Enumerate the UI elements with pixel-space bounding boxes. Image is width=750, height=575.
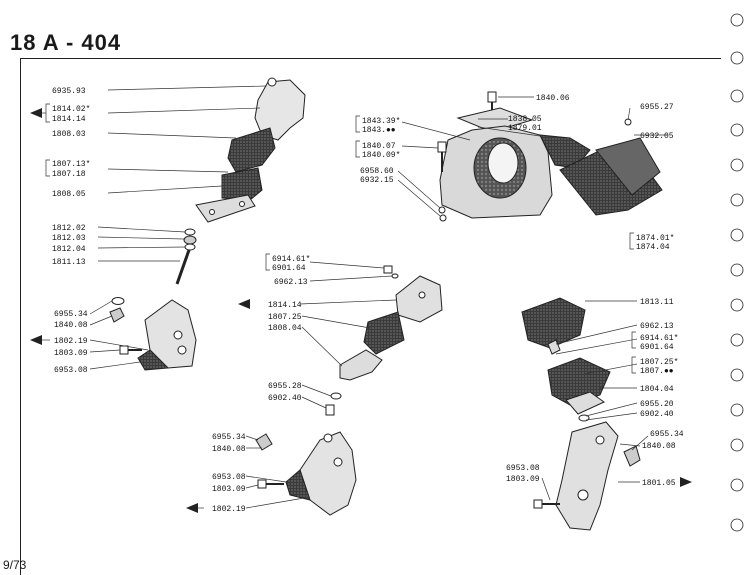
label-1803-09-right: 1803.09	[506, 475, 540, 484]
label-1808-04-center: 1808.04	[268, 324, 302, 333]
diagram-frame	[20, 58, 721, 575]
label-1804-04: 1804.04	[640, 385, 674, 394]
label-1811-13: 1811.13	[52, 258, 86, 267]
label-6901-64-center: 6901.64	[272, 264, 306, 273]
label-1808-05: 1808.05	[52, 190, 86, 199]
label-1840-06: 1840.06	[536, 94, 570, 103]
right-mount-assembly	[521, 297, 641, 531]
label-6914-61-right: 6914.61*	[640, 334, 678, 343]
part-labels: 6935.93 1814.02* 1814.14 1808.03 1807.13…	[52, 87, 684, 514]
label-6955-20: 6955.20	[640, 400, 674, 409]
label-6958-60: 6958.60	[360, 167, 394, 176]
label-1843-39: 1843.39*	[362, 117, 400, 126]
label-6955-28-center: 6955.28	[268, 382, 302, 391]
label-6962-13-right: 6962.13	[640, 322, 674, 331]
label-6955-34-right: 6955.34	[650, 430, 684, 439]
label-1814-14-center: 1814.14	[268, 301, 302, 310]
label-1803-09-bottom: 1803.09	[212, 485, 246, 494]
reference-arrows	[30, 108, 692, 513]
label-6953-08-right: 6953.08	[506, 464, 540, 473]
label-6914-61-center: 6914.61*	[272, 255, 310, 264]
label-1843-bb: 1843.●●	[362, 126, 396, 135]
label-1838-05: 1838.05	[508, 115, 542, 124]
label-1808-03: 1808.03	[52, 130, 86, 139]
label-6953-08-bottom: 6953.08	[212, 473, 246, 482]
label-1813-11: 1813.11	[640, 298, 674, 307]
label-6955-34-left: 6955.34	[54, 310, 88, 319]
upper-mount-assembly	[175, 77, 306, 285]
label-1840-07: 1840.07	[362, 142, 396, 151]
label-6932-15: 6932.15	[360, 176, 394, 185]
label-1812-04: 1812.04	[52, 245, 86, 254]
label-1814-14: 1814.14	[52, 115, 86, 124]
label-6932-05: 6932.05	[640, 132, 674, 141]
label-6955-34-bottom: 6955.34	[212, 433, 246, 442]
label-1802-19-bottom: 1802.19	[212, 505, 246, 514]
label-6902-40-right: 6902.40	[640, 410, 674, 419]
label-1812-02: 1812.02	[52, 224, 86, 233]
bottom-center-bracket	[255, 431, 357, 516]
label-1807-bb-right: 1807.●●	[640, 367, 674, 376]
label-1840-09: 1840.09*	[362, 151, 400, 160]
label-1812-03: 1812.03	[52, 234, 86, 243]
label-1840-08-bottom: 1840.08	[212, 445, 246, 454]
page-footer: 9/73	[3, 558, 27, 572]
label-1840-08-left: 1840.08	[54, 321, 88, 330]
label-1814-02: 1814.02*	[52, 105, 90, 114]
label-6902-40-center: 6902.40	[268, 394, 302, 403]
label-1874-01: 1874.01*	[636, 234, 674, 243]
label-6962-13-center: 6962.13	[274, 278, 308, 287]
label-1807-25-center: 1807.25	[268, 313, 302, 322]
label-1807-13: 1807.13*	[52, 160, 90, 169]
label-1874-04: 1874.04	[636, 243, 670, 252]
label-1803-09-left: 1803.09	[54, 349, 88, 358]
label-6935-93: 6935.93	[52, 87, 86, 96]
label-6901-64-right: 6901.64	[640, 343, 674, 352]
left-support-bracket	[109, 297, 197, 371]
label-6953-08-left: 6953.08	[54, 366, 88, 375]
label-6955-27: 6955.27	[640, 103, 674, 112]
label-1879-01: 1879.01	[508, 124, 542, 133]
page-title: 18 A - 404	[10, 30, 122, 55]
label-1802-19-left: 1802.19	[54, 337, 88, 346]
label-1801-05: 1801.05	[642, 479, 676, 488]
label-1807-18: 1807.18	[52, 170, 86, 179]
leader-lines	[89, 85, 668, 509]
engine-mount-bracket-assembly	[437, 91, 663, 222]
label-1807-25-right: 1807.25*	[640, 358, 678, 367]
binder-holes	[730, 13, 744, 532]
center-mount-assembly	[325, 265, 443, 416]
label-1840-08-right: 1840.08	[642, 442, 676, 451]
